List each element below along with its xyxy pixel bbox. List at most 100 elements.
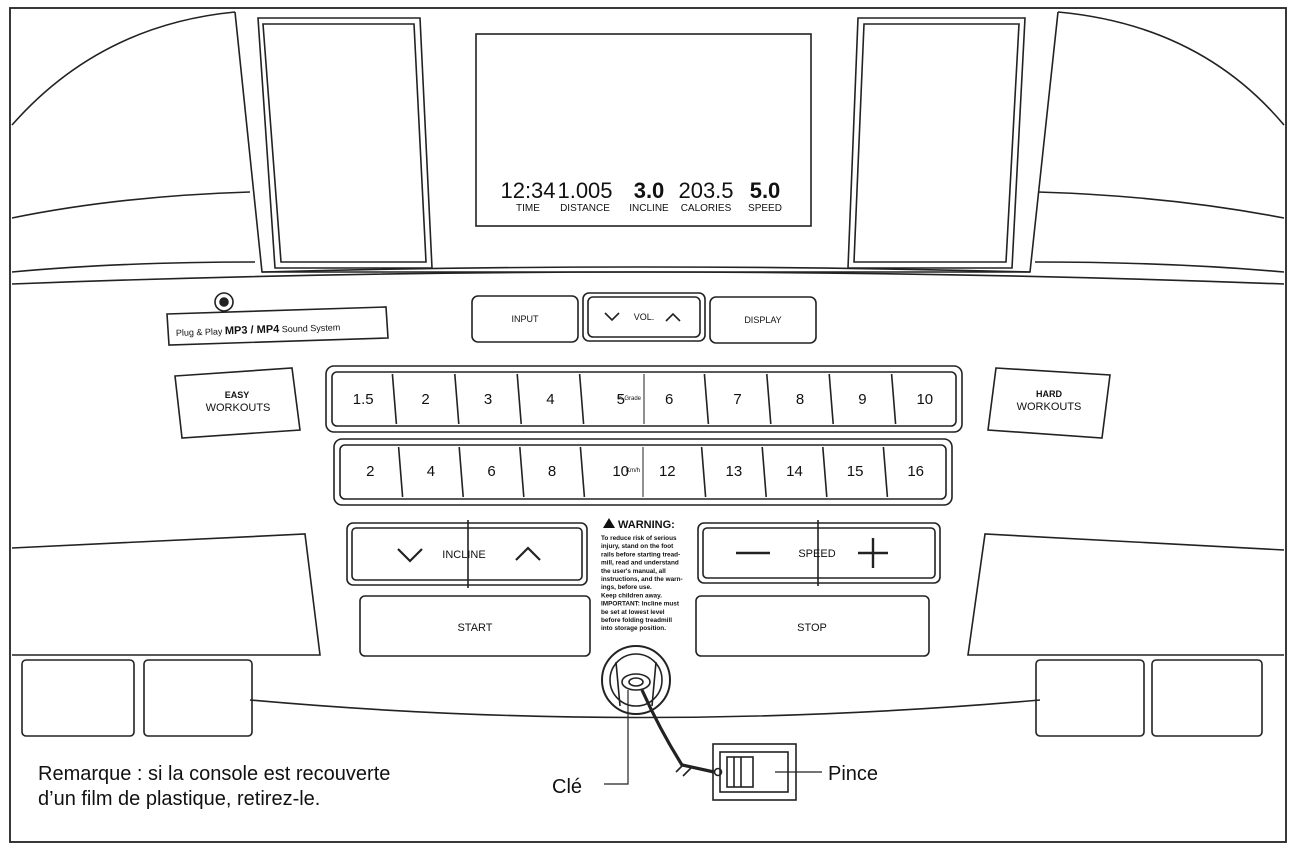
preset-key[interactable]: 6 xyxy=(487,463,495,480)
start-button[interactable] xyxy=(359,595,591,657)
key-divider xyxy=(766,373,772,425)
vol-label: VOL. xyxy=(634,312,655,322)
clip-callout-label: Pince xyxy=(828,763,878,785)
hard-label-1: HARD xyxy=(1036,389,1062,399)
vol-down-icon[interactable] xyxy=(604,312,620,322)
note-line-2: d’un film de plastique, retirez-le. xyxy=(38,788,321,810)
start-label: START xyxy=(457,622,492,634)
hard-label-2: WORKOUTS xyxy=(1017,401,1082,413)
audio-jack[interactable] xyxy=(214,292,234,312)
note-line-1: Remarque : si la console est recouverte xyxy=(38,763,391,785)
keypad-center-label: Km/h xyxy=(626,468,640,474)
preset-key[interactable]: 2 xyxy=(366,463,374,480)
preset-key[interactable]: 5 xyxy=(617,391,625,408)
key-divider xyxy=(454,373,460,425)
stop-button[interactable] xyxy=(695,595,930,657)
readout-value: 3.0 xyxy=(634,178,665,203)
preset-key[interactable]: 12 xyxy=(659,463,676,480)
preset-key[interactable]: 3 xyxy=(484,391,492,408)
readout-label: TIME xyxy=(516,203,540,214)
keypad-panel-bottom-edge xyxy=(249,699,1041,719)
easy-workouts-button[interactable] xyxy=(174,367,301,439)
volume-group xyxy=(582,292,706,342)
key-divider xyxy=(882,446,889,498)
speed-plus-icon[interactable] xyxy=(858,538,888,568)
key-divider xyxy=(579,446,586,498)
preset-key[interactable]: 8 xyxy=(796,391,804,408)
readout-label: DISTANCE xyxy=(560,203,610,214)
easy-label-2: WORKOUTS xyxy=(206,402,271,414)
hard-workouts-button[interactable] xyxy=(987,367,1111,439)
incline-keys: 1.5 2 3 4 5 6 7 8 9 10 % Grade xyxy=(353,373,933,425)
easy-label-1: EASY xyxy=(225,390,250,400)
preset-key[interactable]: 4 xyxy=(546,391,554,408)
vol-up-icon[interactable] xyxy=(665,312,681,322)
key-divider xyxy=(519,446,525,498)
key-divider xyxy=(397,446,404,498)
key-divider xyxy=(828,373,834,425)
note-text: Remarque : si la console est recouverte … xyxy=(38,762,390,812)
input-button[interactable] xyxy=(471,295,579,343)
preset-key[interactable]: 10 xyxy=(916,391,933,408)
preset-key[interactable]: 2 xyxy=(421,391,429,408)
preset-key[interactable]: 4 xyxy=(427,463,435,480)
key-divider xyxy=(700,446,707,498)
preset-key[interactable]: 7 xyxy=(733,391,741,408)
incline-control-group xyxy=(346,522,588,586)
preset-key[interactable]: 13 xyxy=(726,463,743,480)
audio-label: Plug & Play MP3 / MP4 Sound System xyxy=(176,321,341,339)
preset-key[interactable]: 8 xyxy=(548,463,556,480)
preset-key[interactable]: 1.5 xyxy=(353,391,374,408)
display-button[interactable] xyxy=(709,296,817,344)
incline-up-icon[interactable] xyxy=(515,546,541,561)
incline-down-icon[interactable] xyxy=(397,548,423,563)
preset-key[interactable]: 6 xyxy=(665,391,673,408)
warning-line: rails before starting tread- xyxy=(601,551,680,558)
key-divider xyxy=(391,373,398,425)
preset-key[interactable]: 16 xyxy=(907,463,924,480)
diagram-frame xyxy=(9,7,1287,843)
key-divider xyxy=(761,446,767,498)
right-block-2 xyxy=(1151,659,1263,737)
incline-label: INCLINE xyxy=(442,549,485,561)
warning-line: injury, stand on the foot xyxy=(601,543,674,550)
left-speaker-panel xyxy=(257,17,433,269)
warning-line: be set at lowest level xyxy=(601,609,665,616)
speed-keypad-group xyxy=(333,438,953,506)
keypad-panel-top-edge xyxy=(11,271,1285,285)
readout-value: 203.5 xyxy=(678,178,733,203)
readout-label: CALORIES xyxy=(681,203,732,214)
preset-key[interactable]: 14 xyxy=(786,463,803,480)
warning-line: into storage position. xyxy=(601,625,666,632)
readout-value: 1.005 xyxy=(557,178,612,203)
warning-line: instructions, and the warn- xyxy=(601,576,683,583)
warning-line: To reduce risk of serious xyxy=(601,535,677,542)
speed-control-group xyxy=(697,522,941,584)
warning-line: the user's manual, all xyxy=(601,568,666,575)
preset-key[interactable]: 15 xyxy=(847,463,864,480)
warning-label: WARNING: To reduce risk of seriousinjury… xyxy=(601,518,683,632)
key-callout-label: Clé xyxy=(552,776,582,798)
right-block-1 xyxy=(1035,659,1145,737)
readout-value: 12:34 xyxy=(500,178,555,203)
input-label: INPUT xyxy=(512,314,540,324)
preset-key[interactable]: 10 xyxy=(612,463,629,480)
console-curve-right xyxy=(1057,11,1285,126)
display-label: DISPLAY xyxy=(744,315,781,325)
warning-line: before folding treadmill xyxy=(601,617,672,624)
key-callout-line xyxy=(604,690,629,785)
right-lower-panel xyxy=(967,533,1285,656)
left-block-1 xyxy=(21,659,135,737)
safety-key-icon[interactable] xyxy=(621,673,651,691)
warning-line: IMPORTANT: Incline must xyxy=(601,601,680,608)
warning-line: mill, read and understand xyxy=(601,560,679,567)
lcd-readouts: 12:34TIME1.005DISTANCE3.0INCLINE203.5CAL… xyxy=(500,178,781,214)
speed-label: SPEED xyxy=(798,548,835,560)
preset-key[interactable]: 9 xyxy=(858,391,866,408)
safety-key-receptacle[interactable] xyxy=(601,645,671,715)
right-speaker-panel xyxy=(847,17,1026,269)
warning-title: WARNING: xyxy=(618,519,675,531)
display-housing xyxy=(234,11,1059,273)
keypad-center-label: % Grade xyxy=(617,396,641,402)
